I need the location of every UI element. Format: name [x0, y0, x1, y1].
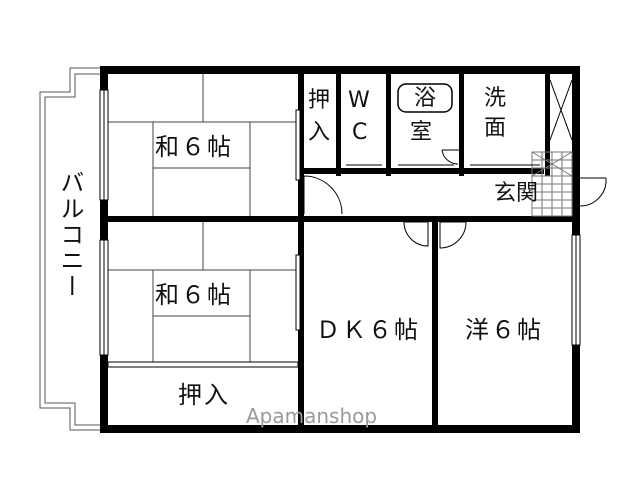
balcony	[39, 67, 100, 431]
room-label-oshiire-top-2: 入	[308, 120, 331, 145]
room-label-yoshitsu: 洋６帖	[465, 316, 543, 344]
room-label-wc-2: C	[352, 120, 368, 145]
room-label-entrance: 玄関	[494, 181, 539, 206]
tatami-lines-bottom	[108, 222, 298, 362]
room-label-bath-2: 室	[410, 120, 433, 145]
bathtub	[397, 83, 453, 113]
entrance-tiles	[531, 151, 573, 217]
window-interior	[295, 109, 301, 331]
room-label-balcony: バルコニー	[56, 170, 84, 300]
window-right	[571, 234, 581, 346]
windows-left	[99, 89, 109, 356]
room-label-wc-1: W	[348, 88, 370, 113]
room-label-washitsu-bottom: 和６帖	[155, 281, 233, 309]
doors	[303, 79, 607, 249]
window-bottom	[107, 361, 299, 368]
room-label-wash-2: 面	[484, 116, 507, 141]
room-label-bath-1: 浴	[414, 86, 437, 111]
room-label-wash-1: 洗	[484, 86, 507, 111]
room-label-oshiire-bottom: 押入	[178, 381, 230, 409]
tatami-lines-top	[108, 74, 298, 216]
interior-walls	[100, 66, 578, 430]
room-label-washitsu-top: 和６帖	[155, 133, 233, 161]
room-label-oshiire-top-1: 押	[308, 88, 331, 113]
room-label-dk: ＤＫ６帖	[316, 316, 420, 344]
watermark-apamanshop: Apamanshop	[246, 404, 378, 428]
